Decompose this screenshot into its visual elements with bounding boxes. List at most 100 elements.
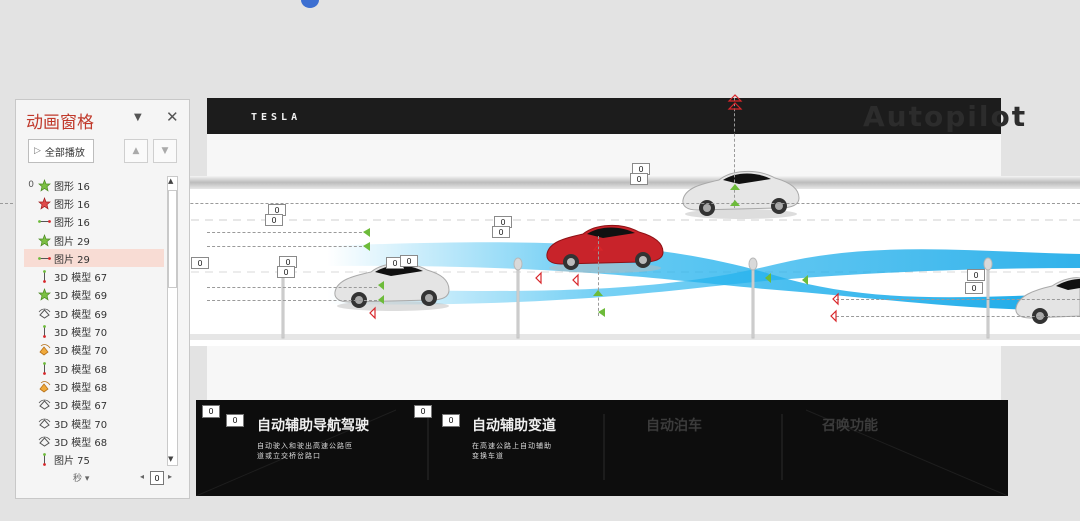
animation-item-label: 3D 模型 67 — [54, 401, 108, 413]
animation-item-label: 图形 16 — [54, 199, 90, 211]
line-path-icon — [37, 361, 51, 375]
move-down-button[interactable]: ▼ — [153, 139, 177, 163]
timeline-unit-dropdown[interactable]: 秒 ▾ — [73, 474, 90, 484]
animation-item-label: 3D 模型 68 — [54, 437, 108, 449]
scrollbar-thumb[interactable] — [168, 190, 177, 288]
car-white-right[interactable] — [1012, 272, 1080, 328]
animation-list-item[interactable]: 3D 模型 70 — [24, 414, 164, 432]
animation-order-tag[interactable]: 0 — [414, 405, 432, 418]
animation-item-label: 3D 模型 70 — [54, 328, 108, 340]
animation-order-tag[interactable]: 0 — [965, 282, 983, 294]
model-rotate-icon — [37, 416, 51, 430]
animation-order-tag[interactable]: 0 — [630, 173, 648, 185]
animation-list-item[interactable]: 图形 16 — [24, 213, 164, 231]
guide-line — [836, 316, 1080, 317]
feature-bar: 0 0 自动辅助导航驾驶 自动驶入和驶出高速公路匝 道或立交桥岔路口 0 0 自… — [196, 400, 1008, 496]
timeline-scroll-right-icon[interactable]: ▸ — [168, 472, 173, 481]
feature-bar-bg — [196, 409, 1008, 496]
cursor-dot — [301, 0, 319, 8]
car-white-left[interactable] — [331, 256, 453, 312]
animation-item-label: 图形 16 — [54, 218, 90, 230]
animation-list-item[interactable]: 3D 模型 67 — [24, 396, 164, 414]
star-exit-icon — [37, 196, 51, 210]
animation-list-item[interactable]: 图片 75 — [24, 450, 172, 468]
scroll-down-icon[interactable]: ▼ — [168, 455, 174, 463]
animation-order-tag[interactable]: 0 — [277, 266, 295, 278]
animation-item-label: 图形 16 — [54, 181, 90, 193]
motion-path-icon — [37, 251, 51, 265]
guide-line — [207, 287, 377, 288]
tesla-logo: TESLA — [251, 112, 302, 123]
animation-order-number: 0 — [28, 180, 34, 191]
slide-canvas[interactable]: TESLA Autopilot — [177, 98, 1080, 400]
animation-list-item[interactable]: 3D 模型 70 — [24, 341, 164, 359]
animation-list-item[interactable]: 3D 模型 68 — [24, 432, 164, 450]
feature-desc-line: 在高速公路上自动辅助 — [472, 442, 552, 450]
animation-order-tag[interactable]: 0 — [400, 255, 418, 267]
animation-item-label: 3D 模型 69 — [54, 309, 108, 321]
model-swing-icon — [37, 343, 51, 357]
animation-order-tag[interactable]: 0 — [226, 414, 244, 427]
model-swing-icon — [37, 379, 51, 393]
model-rotate-icon — [37, 306, 51, 320]
animation-item-label: 3D 模型 67 — [54, 273, 108, 285]
animation-order-tag[interactable]: 0 — [492, 226, 510, 238]
road-svg — [177, 176, 1080, 340]
animation-list-item[interactable]: 3D 模型 70 — [24, 322, 164, 340]
animation-list-item[interactable]: 3D 模型 69 — [24, 304, 164, 322]
animation-order-tag[interactable]: 0 — [442, 414, 460, 427]
animation-list-item[interactable]: 3D 模型 68 — [24, 359, 164, 377]
feature-desc-line: 自动驶入和驶出高速公路匝 — [257, 442, 353, 450]
animation-list-item[interactable]: 图片 29 — [24, 231, 172, 249]
animation-list-item[interactable]: 3D 模型 68 — [24, 377, 164, 395]
animation-list-item[interactable]: 图片 29 — [24, 249, 172, 268]
animation-item-label: 3D 模型 70 — [54, 419, 108, 431]
slide-header-bar: TESLA Autopilot — [207, 98, 1025, 134]
close-icon[interactable]: ✕ — [166, 108, 179, 126]
pane-title: 动画窗格 — [26, 113, 94, 133]
animation-order-tag[interactable]: 0 — [265, 214, 283, 226]
animation-item-label: 3D 模型 70 — [54, 346, 108, 358]
line-path-icon — [37, 325, 51, 339]
animation-item-label: 3D 模型 68 — [54, 382, 108, 394]
move-up-button[interactable]: ▲ — [124, 139, 148, 163]
animation-list-item[interactable]: 图形 16 — [24, 194, 164, 212]
star-entrance-icon — [37, 288, 51, 302]
animation-list-item[interactable]: 0 图形 16 — [24, 176, 164, 194]
animation-order-tag[interactable]: 0 — [967, 269, 985, 281]
pane-options-dropdown[interactable]: ▼ — [134, 112, 142, 123]
line-path-icon — [37, 453, 51, 467]
guide-line — [598, 236, 599, 316]
play-all-button[interactable]: ▷ 全部播放 — [28, 139, 94, 163]
guide-line — [836, 299, 1080, 300]
animation-item-label: 3D 模型 69 — [54, 291, 108, 303]
model-rotate-icon — [37, 434, 51, 448]
timeline-zoom-value[interactable]: 0 — [150, 471, 164, 485]
car-red[interactable] — [543, 218, 667, 274]
feature-title-lane-change: 自动辅助变道 — [472, 418, 556, 434]
guide-line — [207, 300, 377, 301]
animation-list-item[interactable]: 3D 模型 69 — [24, 286, 164, 304]
scroll-up-icon[interactable]: ▲ — [168, 177, 174, 185]
animation-item-label: 图片 75 — [54, 456, 90, 468]
autopilot-watermark: Autopilot — [863, 100, 1028, 133]
guide-line — [0, 203, 1080, 204]
play-all-label: 全部播放 — [44, 147, 85, 159]
scrollbar[interactable] — [167, 176, 178, 466]
animation-item-label: 图片 29 — [54, 254, 90, 266]
motion-path-icon — [37, 215, 51, 229]
animation-list-item[interactable]: 3D 模型 67 — [24, 267, 164, 285]
feature-desc-line: 道或立交桥岔路口 — [257, 452, 321, 460]
timeline-scroll-left-icon[interactable]: ◂ — [140, 472, 145, 481]
feature-title-nav-autopilot: 自动辅助导航驾驶 — [257, 418, 369, 434]
play-icon: ▷ — [34, 146, 41, 156]
animation-order-tag[interactable]: 0 — [191, 257, 209, 269]
car-white-top[interactable] — [679, 166, 803, 220]
model-rotate-icon — [37, 398, 51, 412]
timeline-unit-label: 秒 — [73, 474, 83, 484]
feature-desc-line: 变换车道 — [472, 452, 504, 460]
animation-order-tag[interactable]: 0 — [202, 405, 220, 418]
